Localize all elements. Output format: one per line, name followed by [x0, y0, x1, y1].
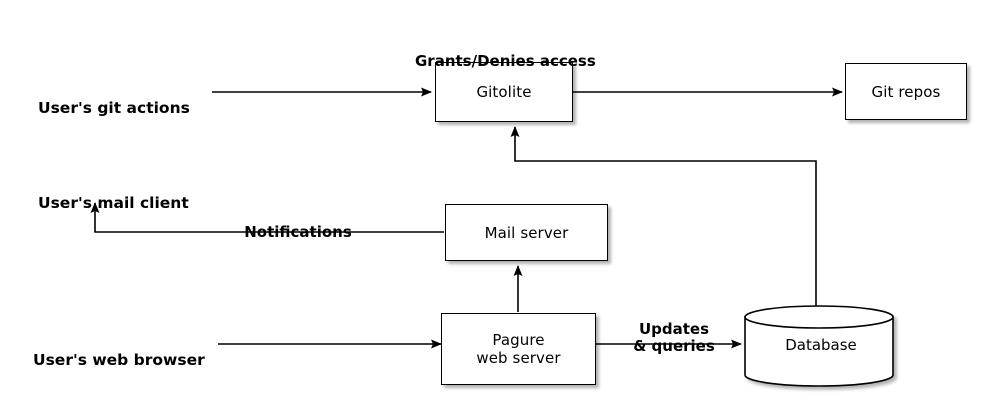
external-actor-web-browser-label: User's web browser — [33, 351, 205, 369]
node-pagure-web-server-label: Pagure web server — [476, 331, 561, 367]
node-git-repos-label: Git repos — [871, 82, 941, 101]
node-mail-server-label: Mail server — [484, 223, 569, 242]
edge-label-updates-queries: Updates & queries — [615, 304, 733, 355]
edge-label-notifications: Notifications — [243, 207, 353, 241]
node-database[interactable]: Database — [741, 305, 901, 390]
edge-mail-server-to-mail-client — [90, 202, 444, 233]
node-gitolite-label: Gitolite — [476, 83, 532, 101]
node-git-repos[interactable]: Git repos — [845, 63, 967, 120]
external-actor-web-browser: User's web browser — [33, 335, 233, 369]
edge-database-to-gitolite — [510, 126, 817, 312]
external-actor-mail-client: User's mail client — [38, 178, 238, 212]
external-actor-git-actions-label: User's git actions — [38, 99, 190, 117]
edge-label-grants-denies: Grants/Denies access — [415, 36, 615, 70]
edge-label-notifications-text: Notifications — [244, 223, 352, 241]
edge-label-updates-queries-text: Updates & queries — [633, 320, 715, 355]
node-pagure-web-server[interactable]: Pagure web server — [441, 313, 596, 385]
external-actor-mail-client-label: User's mail client — [38, 194, 189, 212]
edge-label-grants-denies-text: Grants/Denies access — [415, 52, 596, 70]
database-cylinder-shape — [744, 305, 894, 387]
external-actor-git-actions: User's git actions — [38, 83, 218, 117]
node-gitolite[interactable]: Gitolite — [435, 62, 573, 122]
node-database-label: Database — [785, 336, 857, 354]
node-mail-server[interactable]: Mail server — [445, 204, 608, 261]
